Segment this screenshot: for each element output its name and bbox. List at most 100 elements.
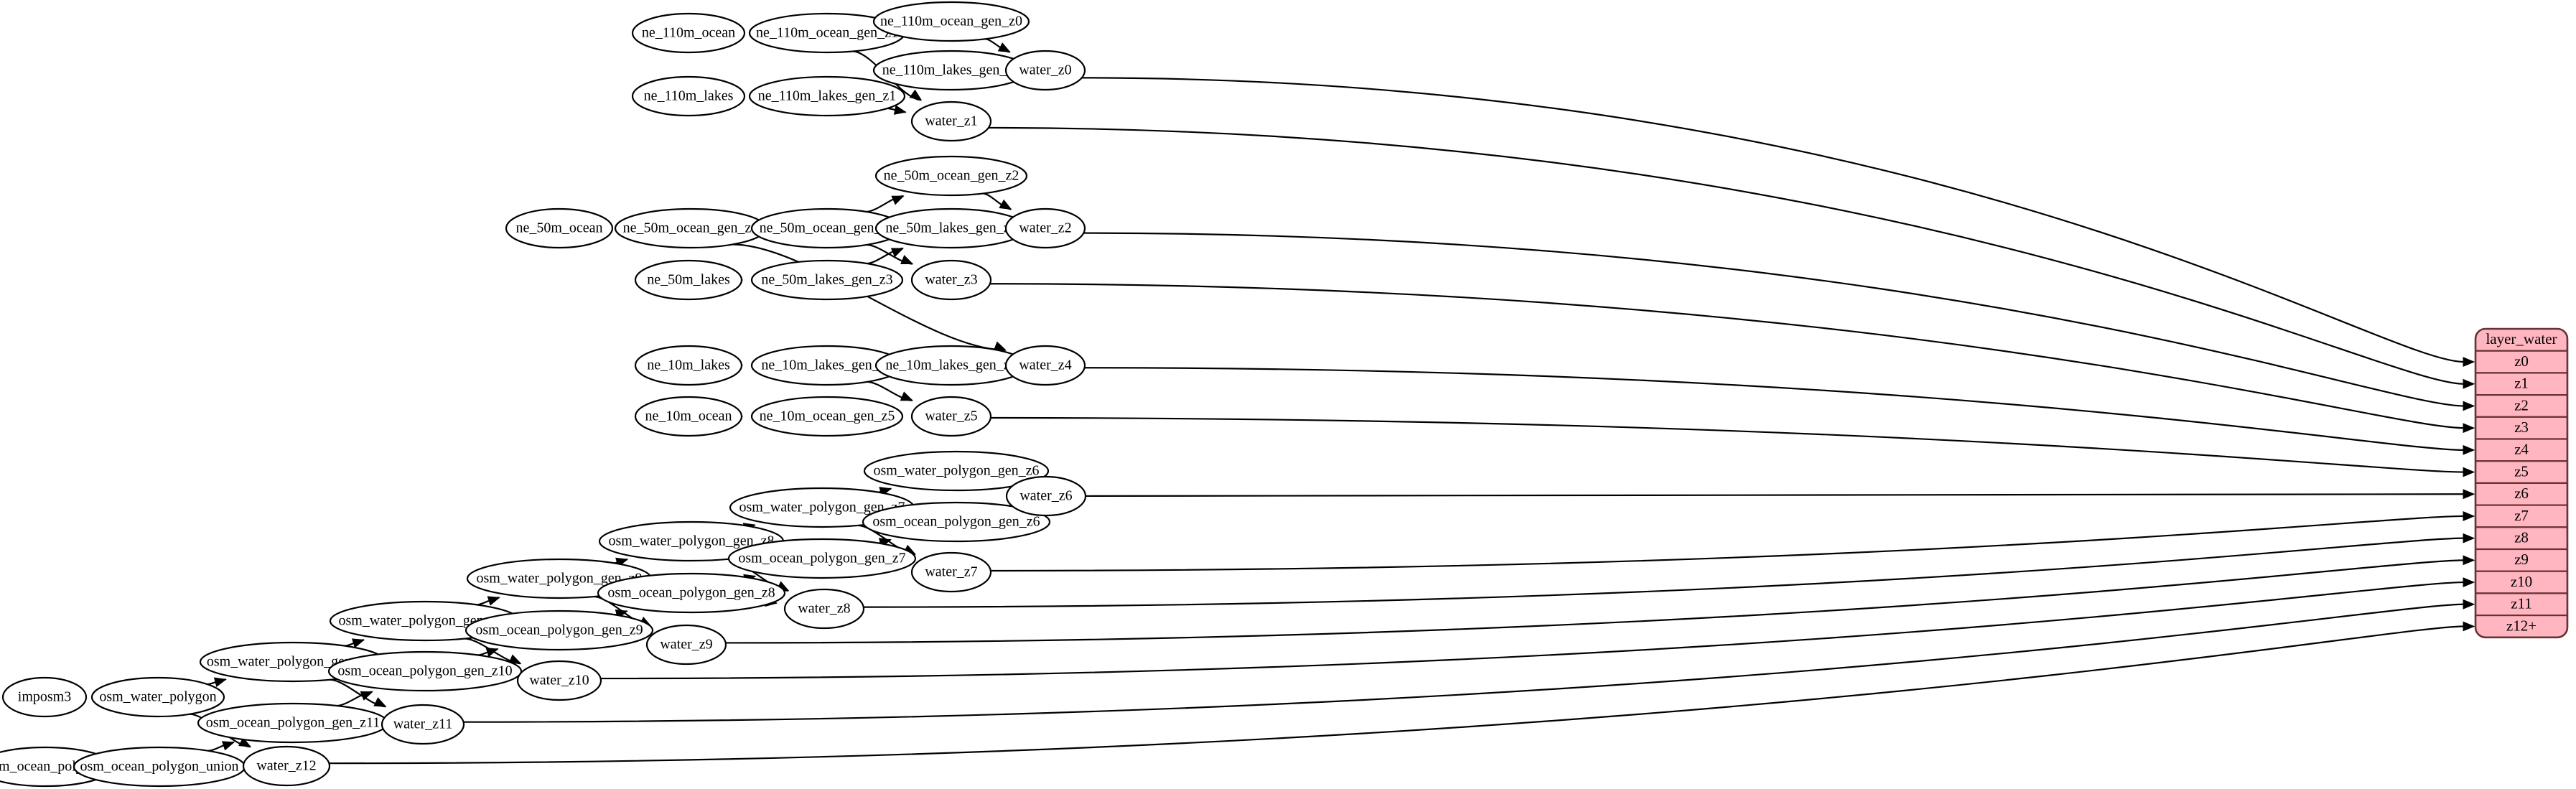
graph-node-ne_10m_ocean_gen_z5[interactable]: ne_10m_ocean_gen_z5 bbox=[750, 396, 904, 437]
layer-table-row-z3[interactable] bbox=[2475, 416, 2567, 440]
graph-node-osm_water_polygon[interactable]: osm_water_polygon bbox=[90, 676, 225, 718]
graph-node-ne_110m_ocean_gen_z0[interactable]: ne_110m_ocean_gen_z0 bbox=[872, 1, 1030, 42]
graph-node-ne_110m_lakes_gen_z1[interactable]: ne_110m_lakes_gen_z1 bbox=[748, 75, 906, 117]
edge-arrowhead bbox=[999, 199, 1012, 210]
graph-node-water_z12[interactable]: water_z12 bbox=[242, 745, 331, 787]
layer-table-row-z2[interactable] bbox=[2475, 393, 2567, 418]
graph-edge-osm_water_polygon_gen_z10--to--osm_water_polygon_gen_z9 bbox=[476, 596, 500, 606]
node-shape bbox=[727, 538, 917, 579]
graph-edge-water_z0--to--row_z0 bbox=[1081, 77, 2475, 367]
graph-node-water_z9[interactable]: water_z9 bbox=[645, 624, 727, 666]
graph-edge-water_z9--to--row_z9 bbox=[725, 555, 2475, 644]
graph-node-ne_110m_lakes[interactable]: ne_110m_lakes bbox=[631, 75, 746, 117]
edge-arrowhead bbox=[893, 105, 907, 115]
graph-node-ne_10m_ocean[interactable]: ne_10m_ocean bbox=[634, 396, 743, 437]
edge-arrowhead bbox=[213, 677, 227, 687]
graph-edge-ne_10m_lakes_gen_z5--to--water_z5 bbox=[867, 381, 913, 401]
graph-node-ne_50m_lakes_gen_z2[interactable]: ne_50m_lakes_gen_z2 bbox=[874, 207, 1028, 249]
edge-arrowhead bbox=[2463, 599, 2475, 610]
graph-node-ne_50m_lakes_gen_z3[interactable]: ne_50m_lakes_gen_z3 bbox=[750, 259, 904, 301]
edge-arrowhead bbox=[2463, 577, 2475, 587]
graph-edge-ne_50m_ocean_gen_z2--to--water_z2 bbox=[982, 192, 1012, 210]
node-shape bbox=[874, 155, 1028, 197]
node-shape bbox=[748, 75, 906, 117]
graph-edge-ne_110m_ocean_gen_z0--to--water_z0 bbox=[984, 38, 1011, 53]
layer-table-row-z11[interactable] bbox=[2475, 592, 2567, 617]
node-shape bbox=[1004, 207, 1086, 249]
layer-table-row-z4[interactable] bbox=[2475, 438, 2567, 462]
graph-node-water_z5[interactable]: water_z5 bbox=[910, 396, 992, 437]
graph-edge-water_z12--to--row_z12p bbox=[329, 621, 2475, 765]
graph-node-osm_ocean_polygon_gen_z11[interactable]: osm_ocean_polygon_gen_z11 bbox=[197, 702, 389, 744]
graph-node-water_z1[interactable]: water_z1 bbox=[910, 101, 992, 142]
edge-line bbox=[990, 416, 2465, 473]
node-shape bbox=[783, 588, 865, 630]
edge-arrowhead bbox=[2463, 621, 2475, 632]
layer-table-row-z7[interactable] bbox=[2475, 504, 2567, 528]
edge-arrowhead bbox=[2463, 444, 2475, 455]
graph-node-water_z6[interactable]: water_z6 bbox=[1005, 475, 1087, 517]
edge-arrowhead bbox=[2463, 357, 2475, 367]
node-shape bbox=[634, 396, 743, 437]
graph-node-osm_ocean_polygon_gen_z10[interactable]: osm_ocean_polygon_gen_z10 bbox=[327, 650, 523, 692]
graph-node-osm_ocean_polygon_union[interactable]: osm_ocean_polygon_union bbox=[73, 746, 246, 788]
node-shape bbox=[1, 676, 88, 718]
layer-table-row-z0[interactable] bbox=[2475, 350, 2567, 374]
edge-arrowhead bbox=[909, 89, 923, 101]
graph-node-water_z0[interactable]: water_z0 bbox=[1004, 50, 1086, 91]
node-shape bbox=[910, 396, 992, 437]
node-shape bbox=[327, 650, 523, 692]
graph-node-osm_ocean_polygon_gen_z7[interactable]: osm_ocean_polygon_gen_z7 bbox=[727, 538, 917, 579]
graph-node-water_z4[interactable]: water_z4 bbox=[1004, 345, 1086, 386]
graph-edge-water_z4--to--row_z4 bbox=[1084, 367, 2475, 455]
node-shape bbox=[1005, 475, 1087, 517]
edge-line bbox=[1081, 77, 2465, 363]
graph-edge-ne_50m_lakes_gen_z3--to--ne_50m_lakes_gen_z2 bbox=[867, 247, 905, 265]
layer-table-row-z6[interactable] bbox=[2475, 482, 2567, 506]
graph-node-osm_ocean_polygon_gen_z9[interactable]: osm_ocean_polygon_gen_z9 bbox=[465, 610, 654, 651]
edge-line bbox=[600, 581, 2465, 680]
edge-arrowhead bbox=[238, 737, 252, 747]
graph-node-ne_50m_ocean_gen_z4[interactable]: ne_50m_ocean_gen_z4 bbox=[614, 207, 767, 249]
graph-node-imposm3[interactable]: imposm3 bbox=[1, 676, 88, 718]
node-shape bbox=[381, 704, 465, 745]
graph-node-water_z3[interactable]: water_z3 bbox=[910, 259, 992, 301]
graph-node-water_z2[interactable]: water_z2 bbox=[1004, 207, 1086, 249]
graph-node-ne_50m_ocean_gen_z2[interactable]: ne_50m_ocean_gen_z2 bbox=[874, 155, 1028, 197]
layer-table-row-z12+[interactable] bbox=[2475, 614, 2567, 638]
graph-node-ne_110m_ocean[interactable]: ne_110m_ocean bbox=[631, 12, 746, 54]
edge-arrowhead bbox=[2463, 555, 2475, 566]
graph-node-water_z7[interactable]: water_z7 bbox=[910, 551, 992, 593]
graph-edge-water_z11--to--row_z11 bbox=[463, 599, 2475, 723]
node-shape bbox=[73, 746, 246, 788]
graph-node-ne_50m_ocean[interactable]: ne_50m_ocean bbox=[505, 207, 614, 249]
graph-node-water_z10[interactable]: water_z10 bbox=[516, 660, 602, 701]
graph-node-ne_10m_lakes[interactable]: ne_10m_lakes bbox=[634, 345, 743, 386]
edge-arrowhead bbox=[373, 697, 387, 707]
graph-node-osm_ocean_polygon_gen_z8[interactable]: osm_ocean_polygon_gen_z8 bbox=[597, 572, 786, 614]
graph-node-ne_50m_lakes[interactable]: ne_50m_lakes bbox=[634, 259, 743, 301]
edge-line bbox=[329, 625, 2465, 765]
graph-edge-osm_ocean_polygon_union--to--osm_ocean_polygon_gen_z11 bbox=[207, 741, 235, 752]
layer-water-table[interactable]: layer_waterz0z1z2z3z4z5z6z7z8z9z10z11z12… bbox=[2474, 327, 2569, 639]
graph-node-water_z11[interactable]: water_z11 bbox=[381, 704, 465, 745]
node-shape bbox=[645, 624, 727, 666]
layer-table-row-z9[interactable] bbox=[2475, 548, 2567, 572]
node-shape bbox=[874, 207, 1028, 249]
edge-arrowhead bbox=[2463, 378, 2475, 389]
edge-arrowhead bbox=[2463, 467, 2475, 477]
graph-node-ne_10m_lakes_gen_z4[interactable]: ne_10m_lakes_gen_z4 bbox=[874, 345, 1028, 386]
nodes-layer: imposm3osm_water_polygonosm_ocean_polygo… bbox=[0, 1, 1087, 788]
layer-table-row-z8[interactable] bbox=[2475, 526, 2567, 551]
layer-table-row-z10[interactable] bbox=[2475, 570, 2567, 594]
node-shape bbox=[910, 259, 992, 301]
graph-edge-water_z1--to--row_z1 bbox=[988, 126, 2475, 389]
layer-table-row-z1[interactable] bbox=[2475, 372, 2567, 396]
layer-table-row-z5[interactable] bbox=[2475, 460, 2567, 485]
node-shape bbox=[750, 396, 904, 437]
graph-edge-osm_water_polygon_gen_z11--to--water_z11 bbox=[330, 678, 387, 708]
graph-node-water_z8[interactable]: water_z8 bbox=[783, 588, 865, 630]
layer-table-header-cell[interactable] bbox=[2475, 329, 2567, 352]
graph-edge-water_z7--to--row_z7 bbox=[990, 511, 2475, 572]
edge-line bbox=[463, 603, 2465, 723]
